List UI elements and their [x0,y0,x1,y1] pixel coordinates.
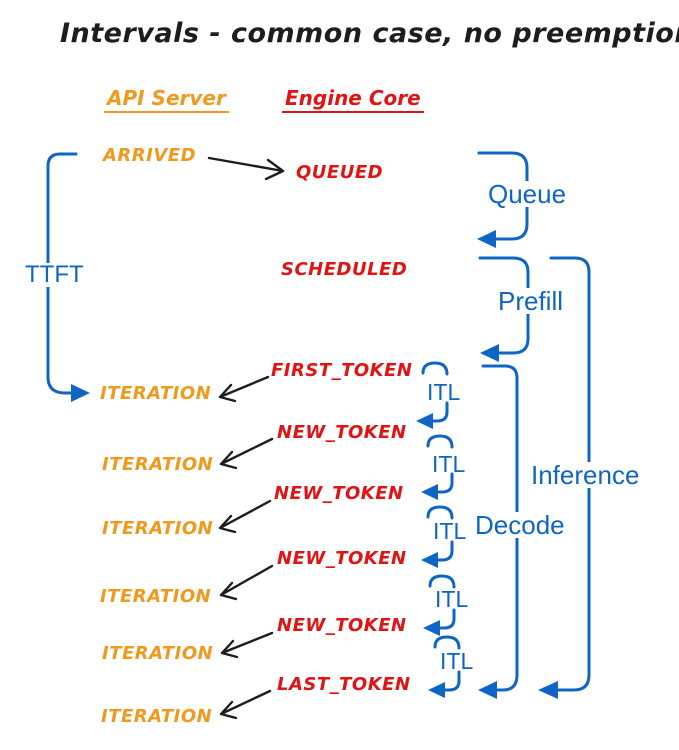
event-scheduled: SCHEDULED [281,259,408,280]
event-new-token-2: NEW_TOKEN [274,483,404,504]
label-prefill: Prefill [496,286,566,316]
label-itl-5: ITL [440,648,474,674]
event-new-token-3: NEW_TOKEN [277,548,407,569]
label-queue: Queue [486,179,569,209]
arrow-new-token1-to-iteration [219,437,274,470]
arrow-new-token3-to-iteration [219,564,274,601]
itl-bracket-2 [421,434,454,500]
event-new-token-4: NEW_TOKEN [277,615,407,636]
label-inference: Inference [529,460,642,490]
label-ttft: TTFT [23,261,86,288]
label-itl-1: ITL [427,379,461,405]
event-iteration-2: ITERATION [102,454,214,475]
itl-bracket-5 [428,635,461,698]
label-itl-3: ITL [433,518,467,544]
event-first-token: FIRST_TOKEN [271,360,413,381]
event-new-token-1: NEW_TOKEN [277,422,407,443]
label-itl-4: ITL [435,586,469,612]
arrow-arrived-to-queued [207,156,285,181]
itl-bracket-4 [423,574,456,636]
arrow-new-token2-to-iteration [218,499,272,534]
itl-bracket-3 [421,505,454,568]
event-iteration-3: ITERATION [102,518,214,539]
label-itl-2: ITL [432,451,466,477]
event-iteration-4: ITERATION [100,586,212,607]
arrow-new-token4-to-iteration [220,631,274,659]
column-header-api-server: API Server [104,88,229,113]
arrow-first-token-to-iteration [218,375,270,403]
event-iteration-1: ITERATION [100,383,212,404]
event-iteration-6: ITERATION [101,706,213,727]
arrow-last-token-to-iteration [219,689,272,720]
itl-bracket-1 [416,361,449,429]
diagram-title: Intervals - common case, no preemptions [60,18,679,49]
event-arrived: ARRIVED [103,145,197,166]
event-iteration-5: ITERATION [102,643,214,664]
column-header-engine-core: Engine Core [282,88,424,113]
label-decode: Decode [473,510,567,540]
event-last-token: LAST_TOKEN [277,674,411,695]
event-queued: QUEUED [296,162,384,183]
